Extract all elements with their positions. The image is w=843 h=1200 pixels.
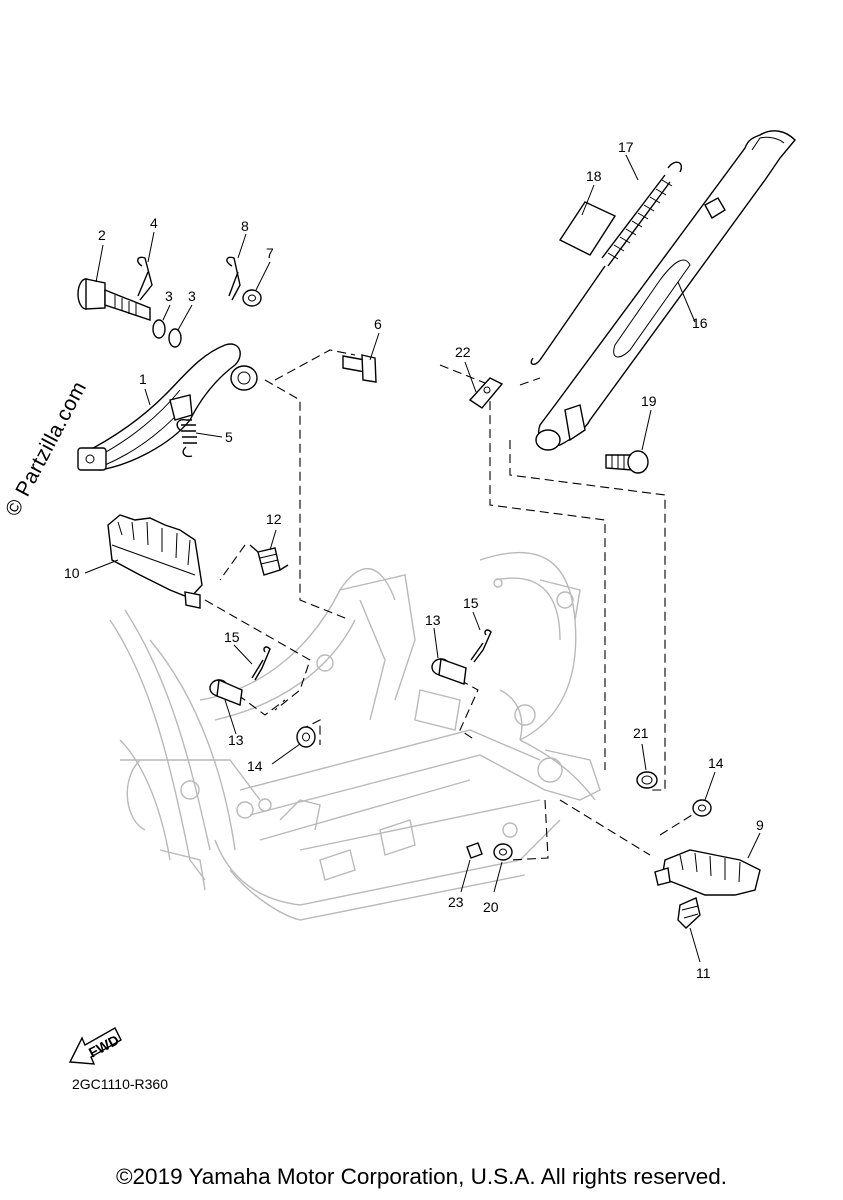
callout-11: 11 [696,965,711,981]
callout-5: 5 [225,429,233,445]
callout-14a: 14 [247,758,263,774]
callout-7: 7 [266,245,274,261]
callout-leaders [84,154,761,963]
callout-4: 4 [150,215,158,231]
callout-18: 18 [586,168,602,184]
callout-21: 21 [633,725,649,741]
side-stand-bolt [605,450,649,474]
footrest-left [107,514,203,609]
callout-22: 22 [455,344,471,360]
callout-13b: 13 [425,612,441,628]
callout-15a: 15 [224,629,240,645]
callout-23: 23 [448,894,464,910]
callout-12: 12 [266,511,282,527]
footrest-right [654,849,761,896]
spring-sleeve [558,201,617,256]
side-stand-spring [530,161,682,365]
assembly-leader-lines [204,349,706,861]
callout-20: 20 [483,899,499,915]
pedal-pin [342,354,377,383]
footrest-spring [677,897,701,929]
callout-3: 3 [165,288,173,304]
pivot-bolt [77,278,151,321]
side-stand [535,130,796,451]
callout-16: 16 [692,315,708,331]
callout-17: 17 [618,139,634,155]
cotter-pins-15 [251,629,492,681]
callout-1: 1 [139,371,147,387]
callout-10: 10 [64,565,80,581]
callout-numbers: 1 2 3 3 4 5 6 7 8 9 10 11 12 13 13 14 14… [64,139,764,981]
copyright-footer: ©2019 Yamaha Motor Corporation, U.S.A. A… [115,1164,728,1189]
callout-3b: 3 [188,288,196,304]
callout-15b: 15 [463,595,479,611]
forward-arrow-icon: FWD [68,1027,122,1065]
callout-14b: 14 [708,755,724,771]
brake-pedal [77,343,258,471]
footrest-spring-left [249,544,289,576]
cotter-pins [137,256,241,301]
spring-bracket [468,377,504,409]
frame-outline [109,551,601,921]
o-rings [152,319,182,348]
callout-9: 9 [756,817,764,833]
callout-6: 6 [374,316,382,332]
callout-8: 8 [241,218,249,234]
nuts-and-washers [466,771,658,861]
callout-19: 19 [641,393,657,409]
washer-7 [242,289,262,307]
washers-14 [296,726,712,817]
return-spring-small [176,418,197,458]
footrest-pins [209,658,467,706]
callout-13a: 13 [228,732,244,748]
diagram-code: 2GC1110-R360 [72,1076,168,1092]
callout-2: 2 [98,227,106,243]
